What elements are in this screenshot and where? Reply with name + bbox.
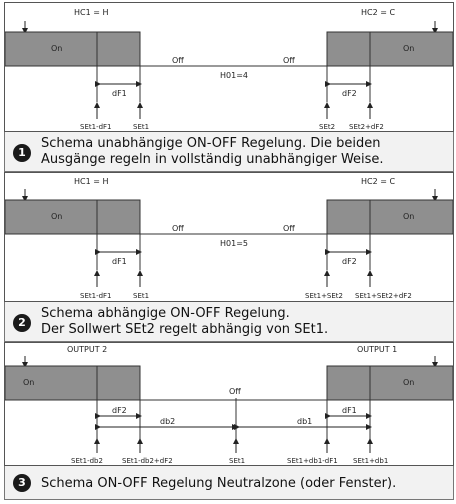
on-label-right: On (403, 44, 414, 53)
caption-2: 2 Schema abhängige ON-OFF Regelung. Der … (4, 302, 454, 342)
caption-3: 3 Schema ON-OFF Regelung Neutralzone (od… (4, 466, 454, 500)
tick-label-3: SEt2 (319, 123, 335, 131)
on-label-left: On (51, 212, 62, 221)
tick-label-4: SEt1+db1-dF1 (287, 457, 338, 465)
left-header: HC1 = H (74, 8, 109, 17)
caption-2-line-1: Schema abhängige ON-OFF Regelung. (41, 306, 290, 321)
on-block-right (326, 199, 454, 235)
tick-label-5: SEt1+db1 (353, 457, 388, 465)
tick-label-2: SEt1-db2+dF2 (122, 457, 173, 465)
on-block-left (4, 199, 141, 235)
off-label-center: Off (229, 387, 241, 396)
diagram-1: HC1 = H HC2 = C On On Off Off H01=4 (4, 2, 454, 132)
tick-label-4: SEt1+SEt2+dF2 (355, 292, 412, 300)
tick-label-1: SEt1-dF1 (80, 292, 112, 300)
left-header: OUTPUT 2 (67, 345, 107, 354)
caption-1-number: 1 (13, 144, 31, 162)
diagram-3: OUTPUT 2 OUTPUT 1 On On Off dF2 dF1 db2 (4, 342, 454, 466)
df-label-right: dF2 (342, 257, 357, 266)
caption-3-number: 3 (13, 474, 31, 492)
df-label-left: dF1 (112, 257, 127, 266)
caption-1-line-1: Schema unabhängige ON-OFF Regelung. Die … (41, 136, 381, 151)
tick-label-1: SEt1-dF1 (80, 123, 112, 131)
on-block-left (4, 31, 141, 67)
tick-label-2: SEt1 (133, 292, 149, 300)
df-label-right: dF1 (342, 406, 357, 415)
caption-1-line-2: Ausgänge regeln in vollständig unabhängi… (41, 152, 384, 167)
db-label-right: db1 (297, 417, 312, 426)
tick-label-3: SEt1 (229, 457, 245, 465)
right-header: HC2 = C (361, 177, 395, 186)
on-block-right (326, 31, 454, 67)
df-label-right: dF2 (342, 89, 357, 98)
on-label-left: On (51, 44, 62, 53)
diagram-3-svg: OUTPUT 2 OUTPUT 1 On On Off dF2 dF1 db2 (4, 345, 454, 465)
caption-2-number: 2 (13, 314, 31, 332)
caption-1: 1 Schema unabhängige ON-OFF Regelung. Di… (4, 132, 454, 172)
df-label-left: dF1 (112, 89, 127, 98)
db-label-left: db2 (160, 417, 175, 426)
on-block-left (4, 365, 141, 401)
off-label-right: Off (283, 56, 295, 65)
diagram-1-svg: HC1 = H HC2 = C On On Off Off H01=4 (4, 8, 454, 131)
caption-2-line-2: Der Sollwert SEt2 regelt abhängig von SE… (41, 322, 329, 337)
tick-label-4: SEt2+dF2 (349, 123, 384, 131)
df-label-left: dF2 (112, 406, 127, 415)
left-header: HC1 = H (74, 177, 109, 186)
on-label-right: On (403, 212, 414, 221)
mode-label: H01=4 (220, 71, 248, 80)
diagram-2-svg: HC1 = H HC2 = C On On Off Off H01=5 dF1 … (4, 177, 454, 300)
right-header: HC2 = C (361, 8, 395, 17)
right-header: OUTPUT 1 (357, 345, 397, 354)
off-label-left: Off (172, 56, 184, 65)
on-label-right: On (403, 378, 414, 387)
tick-label-1: SEt1-db2 (71, 457, 103, 465)
tick-label-3: SEt1+SEt2 (305, 292, 343, 300)
caption-3-line-1: Schema ON-OFF Regelung Neutralzone (oder… (41, 476, 397, 491)
diagram-2: HC1 = H HC2 = C On On Off Off H01=5 dF1 … (4, 172, 454, 302)
tick-label-2: SEt1 (133, 123, 149, 131)
off-label-left: Off (172, 224, 184, 233)
on-block-right (326, 365, 454, 401)
mode-label: H01=5 (220, 239, 248, 248)
off-label-right: Off (283, 224, 295, 233)
on-label-left: On (23, 378, 34, 387)
